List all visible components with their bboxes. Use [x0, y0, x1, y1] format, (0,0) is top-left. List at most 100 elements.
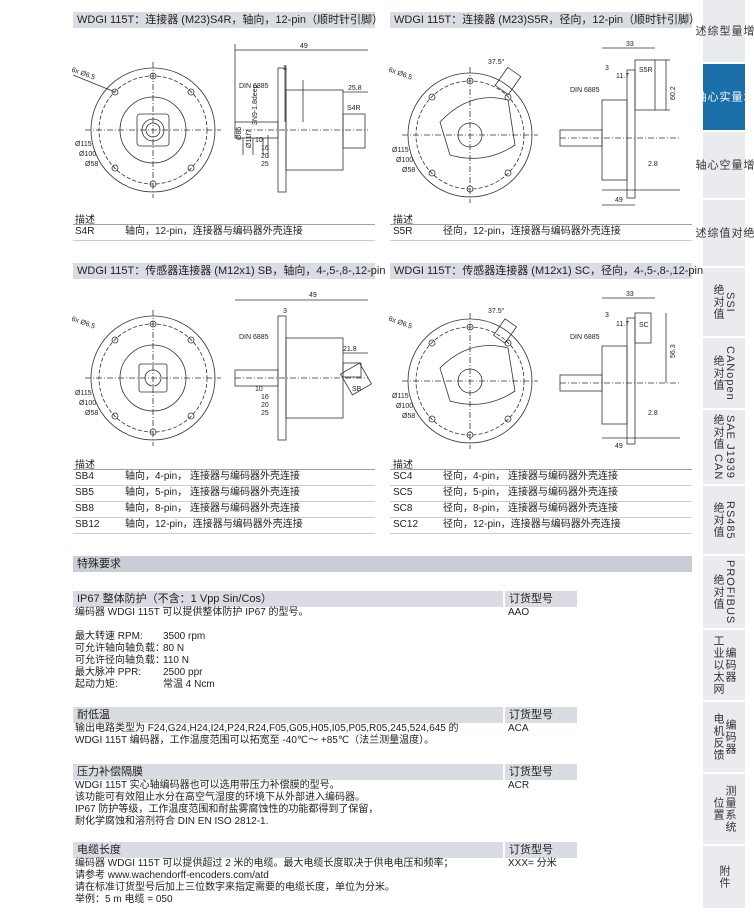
spec-key: 可允许径向轴负载： [75, 655, 165, 666]
divider [390, 240, 692, 241]
svg-text:16: 16 [261, 394, 269, 401]
svg-text:49: 49 [615, 443, 623, 450]
pressure-text: WDGI 115T 实心轴编码器也可以选用带压力补偿膜的型号。 该功能可有效阻止… [75, 780, 379, 827]
svg-text:20: 20 [261, 402, 269, 409]
sidebar-tab-profibus[interactable]: PROFIBUS 绝对值 [703, 556, 745, 630]
cold-order-value: ACA [508, 723, 529, 734]
sidebar-tab-incremental-hollow-shaft[interactable]: 增 量 空 心 轴 [694, 132, 754, 200]
sidebar-tab-accessories[interactable]: 附件 [703, 846, 745, 910]
svg-text:25.8: 25.8 [348, 85, 362, 92]
cable-order-label: 订货型号 [505, 842, 577, 858]
divider [390, 485, 692, 486]
svg-text:33: 33 [626, 41, 634, 48]
sidebar-tab-absolute-overview[interactable]: 绝 对 值 综 述 [694, 200, 754, 268]
desc-header-sc: 描述 [393, 460, 413, 471]
svg-text:10: 10 [255, 137, 263, 144]
svg-text:11.7: 11.7 [616, 73, 629, 80]
section-title-s4r: WDGI 115T：连接器 (M23)S4R，轴向，12-pin（顺时针引脚） [73, 12, 383, 28]
svg-text:6x Ø6.5: 6x Ø6.5 [387, 316, 413, 331]
section-title-sb: WDGI 115T：传感器连接器 (M12x1) SB，轴向，4-,5-,8-,… [73, 263, 385, 279]
spec-key: 最大转速 RPM: [75, 631, 143, 642]
svg-text:6x Ø6.5: 6x Ø6.5 [387, 67, 413, 82]
sidebar-tab-rs485[interactable]: RS485 绝对值 [703, 486, 745, 556]
svg-text:10: 10 [255, 386, 263, 393]
sidebar-tab-canopen[interactable]: CANopen 绝对值 [703, 338, 745, 410]
table-row: SB8 轴向，8-pin， 连接器与编码器外壳连接 [75, 503, 301, 514]
spec-value: 常温 4 Ncm [163, 679, 215, 690]
svg-text:49: 49 [300, 43, 308, 50]
svg-text:Ø58: Ø58 [402, 413, 415, 420]
table-row: SB4 轴向，4-pin， 连接器与编码器外壳连接 [75, 471, 301, 482]
svg-text:56.3: 56.3 [670, 344, 677, 358]
drawing-s4r: 6x Ø6.5 49 25.8 S4R DIN 6885 3 10 16 20 … [70, 43, 368, 198]
sidebar-tab-incremental-solid-shaft[interactable]: 增 量 实 心 轴 [694, 64, 754, 132]
drawing-s5r: 6x Ø6.5 33 3 11.7 S5R 60.2 2.8 49 37.5° … [387, 41, 680, 206]
table-row: S5R 径向，12-pin，连接器与编码器外壳连接 [393, 226, 621, 237]
ip67-order-label: 订货型号 [505, 591, 577, 607]
divider [390, 224, 692, 225]
svg-text:25: 25 [261, 161, 269, 168]
spec-key: 起动力矩: [75, 679, 118, 690]
svg-text:Ø85: Ø85 [236, 127, 243, 140]
cold-text: 输出电路类型为 F24,G24,H24,I24,P24,R24,F05,G05,… [75, 723, 459, 746]
svg-text:3: 3 [605, 312, 609, 319]
divider [390, 533, 692, 534]
svg-text:Ø100: Ø100 [79, 151, 96, 158]
divider [73, 501, 375, 502]
sidebar-tab-position-measurement[interactable]: 测量系统 位置 [703, 774, 745, 846]
svg-text:49: 49 [309, 292, 317, 299]
svg-text:33: 33 [626, 291, 634, 298]
section-title-s5r: WDGI 115T：连接器 (M23)S5R，径向，12-pin（顺时针引脚） [390, 12, 700, 28]
svg-text:Ø115: Ø115 [75, 141, 92, 148]
svg-text:Ø58: Ø58 [85, 410, 98, 417]
sidebar-tab-ssi[interactable]: SSI 绝对值 [703, 268, 745, 338]
table-row: SC5 径向，5-pin， 连接器与编码器外壳连接 [393, 487, 619, 498]
svg-text:Ø115: Ø115 [392, 393, 409, 400]
svg-text:3N9-1.8deep: 3N9-1.8deep [252, 84, 259, 125]
table-row: SC12 径向，12-pin，连接器与编码器外壳连接 [393, 519, 621, 530]
table-row: SC8 径向，8-pin， 连接器与编码器外壳连接 [393, 503, 619, 514]
svg-text:25: 25 [261, 410, 269, 417]
svg-text:Ø58: Ø58 [402, 167, 415, 174]
table-row: SB5 轴向，5-pin， 连接器与编码器外壳连接 [75, 487, 301, 498]
svg-text:6x Ø6.5: 6x Ø6.5 [70, 316, 96, 331]
svg-text:60.2: 60.2 [670, 86, 677, 100]
svg-text:Ø100: Ø100 [396, 157, 413, 164]
svg-text:11.7: 11.7 [616, 321, 629, 328]
spec-key: 可允许轴向轴负载： [75, 643, 165, 654]
svg-text:Ø115: Ø115 [392, 147, 409, 154]
spec-value: 110 N [163, 655, 189, 666]
svg-text:Ø115: Ø115 [75, 390, 92, 397]
sidebar-tab-incremental-overview[interactable]: 增 量 型 综 述 [694, 0, 754, 64]
svg-text:37.5°: 37.5° [488, 58, 505, 66]
cable-title: 电缆长度 [73, 842, 503, 858]
pressure-order-label: 订货型号 [505, 764, 577, 780]
desc-header-s5r: 描述 [393, 215, 413, 226]
divider [73, 533, 375, 534]
cold-order-label: 订货型号 [505, 707, 577, 723]
ip67-title: IP67 整体防护（不含：1 Vpp Sin/Cos） [73, 591, 503, 607]
svg-text:16: 16 [261, 145, 269, 152]
desc-header-s4r: 描述 [75, 215, 95, 226]
svg-text:DIN 6885: DIN 6885 [239, 334, 269, 341]
svg-text:2.8: 2.8 [648, 410, 658, 417]
svg-text:SB: SB [352, 386, 362, 393]
svg-text:DIN 6885: DIN 6885 [239, 83, 269, 90]
spec-value: 3500 rpm [163, 631, 206, 642]
section-title-sc: WDGI 115T：传感器连接器 (M12x1) SC，径向，4-,5-,8-,… [390, 263, 703, 279]
divider [73, 485, 375, 486]
svg-text:S4R: S4R [347, 105, 361, 112]
sidebar-tab-sae-j1939[interactable]: SAE J1939 绝对值 CAN [703, 410, 745, 486]
cable-text: 编码器 WDGI 115T 可以提供超过 2 米的电缆。最大电缆长度取决于供电电… [75, 858, 454, 905]
sidebar-tab-industrial-ethernet[interactable]: 编码器 工业以太网 [703, 630, 745, 702]
svg-text:Ø58: Ø58 [85, 161, 98, 168]
cold-title: 耐低温 [73, 707, 503, 723]
svg-text:Ø100: Ø100 [396, 403, 413, 410]
spec-value: 2500 ppr [163, 667, 203, 678]
svg-text:3: 3 [283, 65, 287, 72]
cable-order-value: XXX= 分米 [508, 858, 557, 869]
svg-text:SC: SC [639, 322, 649, 329]
svg-text:DIN 6885: DIN 6885 [570, 334, 600, 341]
divider [390, 469, 692, 470]
sidebar-tab-motor-feedback[interactable]: 编码器 电机反馈 [703, 702, 745, 774]
